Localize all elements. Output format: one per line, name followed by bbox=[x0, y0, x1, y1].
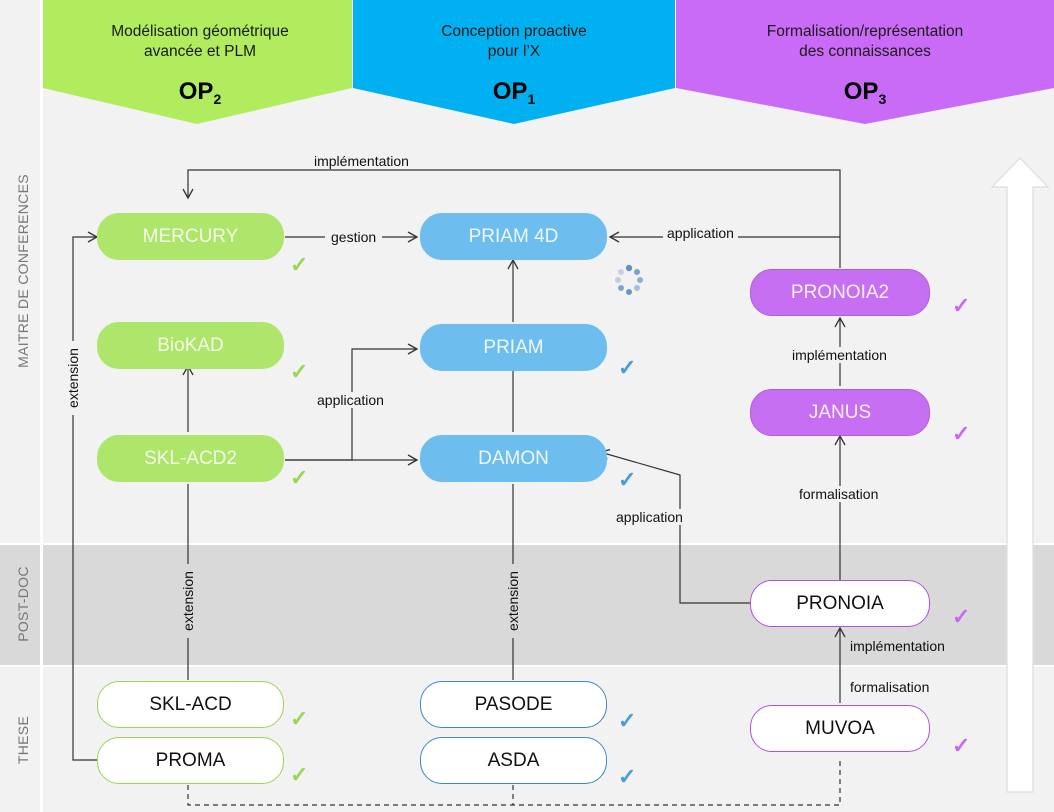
row-label-mcf: MAITRE DE CONFERENCES bbox=[15, 174, 31, 368]
edge-label-app-mid: application bbox=[315, 392, 386, 408]
op2-code-sub: 2 bbox=[213, 91, 222, 107]
op2-code: OP2 bbox=[140, 78, 260, 107]
check-icon-mercury: ✓ bbox=[290, 252, 309, 277]
check-icon-proma: ✓ bbox=[290, 762, 309, 787]
edge-label-form-right: formalisation bbox=[797, 486, 881, 502]
node-skl-acd[interactable]: SKL-ACD bbox=[97, 681, 284, 728]
op2-code-main: OP bbox=[178, 78, 214, 105]
edge-label-app-right: application bbox=[614, 509, 685, 525]
node-mercury[interactable]: MERCURY bbox=[97, 213, 284, 260]
node-pronoia2[interactable]: PRONOIA2 bbox=[750, 269, 930, 316]
check-icon-skl-acd: ✓ bbox=[290, 706, 309, 731]
node-priam[interactable]: PRIAM bbox=[420, 324, 607, 371]
check-icon-skl-acd2: ✓ bbox=[290, 465, 309, 490]
op2-header-line2: avancée et PLM bbox=[143, 43, 256, 60]
edge-label-extension-left: extension bbox=[65, 341, 81, 415]
op1-header-shape bbox=[353, 0, 675, 124]
check-icon-pasode: ✓ bbox=[618, 708, 637, 733]
op3-header-shape bbox=[676, 0, 1054, 124]
edge-label-impl-right: implémentation bbox=[790, 347, 889, 363]
row-label-postdoc: POST-DOC bbox=[15, 566, 31, 642]
edge-label-ext-op1: extension bbox=[505, 564, 521, 638]
op3-header-line1: Formalisation/représentation bbox=[766, 23, 964, 40]
check-icon-asda: ✓ bbox=[618, 764, 637, 789]
op1-code-main: OP bbox=[492, 78, 528, 105]
op3-code-main: OP bbox=[843, 78, 879, 105]
edge-label-ext-op2: extension bbox=[180, 564, 196, 638]
edge-label-impl-bottom: implémentation bbox=[848, 638, 947, 654]
edge-label-impl-top: implémentation bbox=[310, 153, 413, 169]
op1-code: OP1 bbox=[454, 78, 574, 107]
op3-code: OP3 bbox=[805, 78, 925, 107]
check-icon-biokad: ✓ bbox=[290, 359, 309, 384]
op2-header-title: Modélisation géométrique avancée et PLM bbox=[60, 22, 340, 62]
check-icon-muvoa: ✓ bbox=[952, 733, 971, 758]
node-pasode[interactable]: PASODE bbox=[420, 681, 607, 728]
node-biokad[interactable]: BioKAD bbox=[97, 322, 284, 369]
node-pronoia[interactable]: PRONOIA bbox=[750, 580, 930, 627]
op3-header-line2: des connaissances bbox=[799, 43, 931, 60]
op1-header-line2: pour l’X bbox=[487, 43, 541, 60]
check-icon-janus: ✓ bbox=[952, 421, 971, 446]
op2-header-line1: Modélisation géométrique bbox=[111, 23, 289, 40]
edge-label-form-bottom: formalisation bbox=[848, 679, 932, 695]
node-janus[interactable]: JANUS bbox=[750, 389, 930, 436]
op3-code-sub: 3 bbox=[878, 91, 887, 107]
check-icon-priam: ✓ bbox=[618, 355, 637, 380]
node-priam4d[interactable]: PRIAM 4D bbox=[420, 213, 607, 260]
node-asda[interactable]: ASDA bbox=[420, 737, 607, 784]
check-icon-pronoia2: ✓ bbox=[952, 293, 971, 318]
node-proma[interactable]: PROMA bbox=[97, 737, 284, 784]
spinner-icon bbox=[615, 264, 643, 295]
op1-header-line1: Conception proactive bbox=[441, 23, 587, 40]
op1-code-sub: 1 bbox=[527, 91, 536, 107]
check-icon-damon: ✓ bbox=[618, 467, 637, 492]
check-icon-pronoia: ✓ bbox=[952, 604, 971, 629]
node-damon[interactable]: DAMON bbox=[420, 435, 607, 482]
op3-header-title: Formalisation/représentation des connais… bbox=[700, 22, 1030, 62]
row-label-these: THESE bbox=[15, 715, 31, 765]
seniority-arrow bbox=[990, 157, 1050, 793]
node-skl-acd2[interactable]: SKL-ACD2 bbox=[97, 435, 284, 482]
op1-header-title: Conception proactive pour l’X bbox=[372, 22, 656, 62]
op2-header-shape bbox=[43, 0, 352, 124]
edge-label-gestion: gestion bbox=[325, 229, 383, 245]
edge-label-app-top: application bbox=[663, 225, 738, 241]
node-muvoa[interactable]: MUVOA bbox=[750, 705, 930, 752]
